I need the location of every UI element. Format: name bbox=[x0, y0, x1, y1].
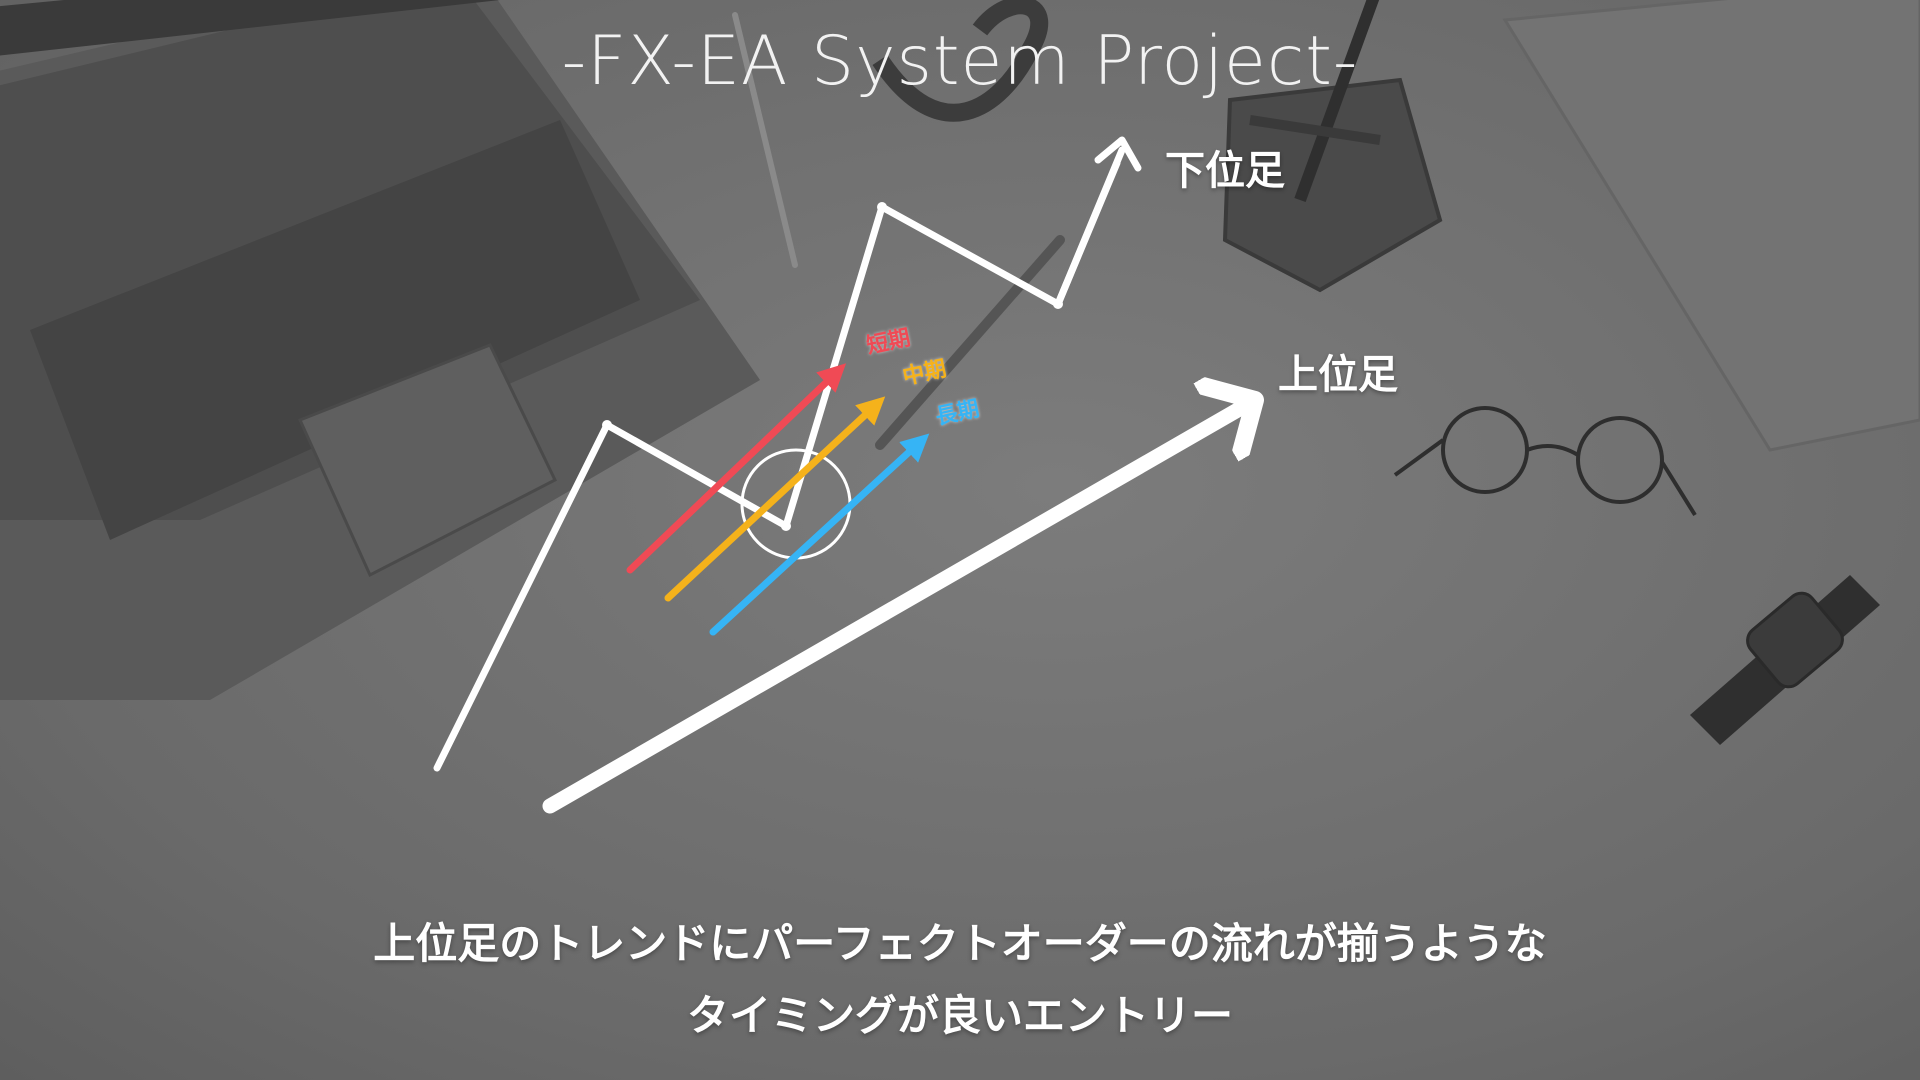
short-term-ma-arrow bbox=[626, 363, 847, 574]
caption-line-1: 上位足のトレンドにパーフェクトオーダーの流れが揃うような bbox=[373, 919, 1547, 968]
cable-icon bbox=[872, 0, 1049, 122]
pen-icon bbox=[732, 12, 798, 268]
mid-term-ma-arrow bbox=[664, 396, 886, 602]
vertex-marker bbox=[602, 420, 612, 430]
slide-title: -FX-EA System Project- bbox=[561, 22, 1359, 101]
glasses-icon bbox=[1393, 406, 1697, 517]
long-term-ma-arrow bbox=[709, 433, 930, 636]
caption-line-2: タイミングが良いエントリー bbox=[686, 991, 1233, 1040]
pencil-holder-icon bbox=[1222, 0, 1443, 293]
lower-timeframe-arrow-tip bbox=[1054, 146, 1126, 308]
higher-timeframe-arrow bbox=[542, 400, 1255, 814]
vertex-marker bbox=[877, 202, 887, 212]
marker-icon bbox=[875, 235, 1065, 450]
vertex-marker bbox=[1053, 299, 1063, 309]
lower-timeframe-label: 下位足 bbox=[1165, 148, 1285, 194]
watch-icon bbox=[1690, 575, 1880, 745]
higher-timeframe-label: 上位足 bbox=[1278, 352, 1398, 398]
lower-timeframe-arrowhead bbox=[1094, 136, 1142, 172]
laptop-icon bbox=[0, 0, 760, 700]
vertex-marker bbox=[781, 521, 791, 531]
notebook-icon bbox=[1502, 0, 1920, 452]
